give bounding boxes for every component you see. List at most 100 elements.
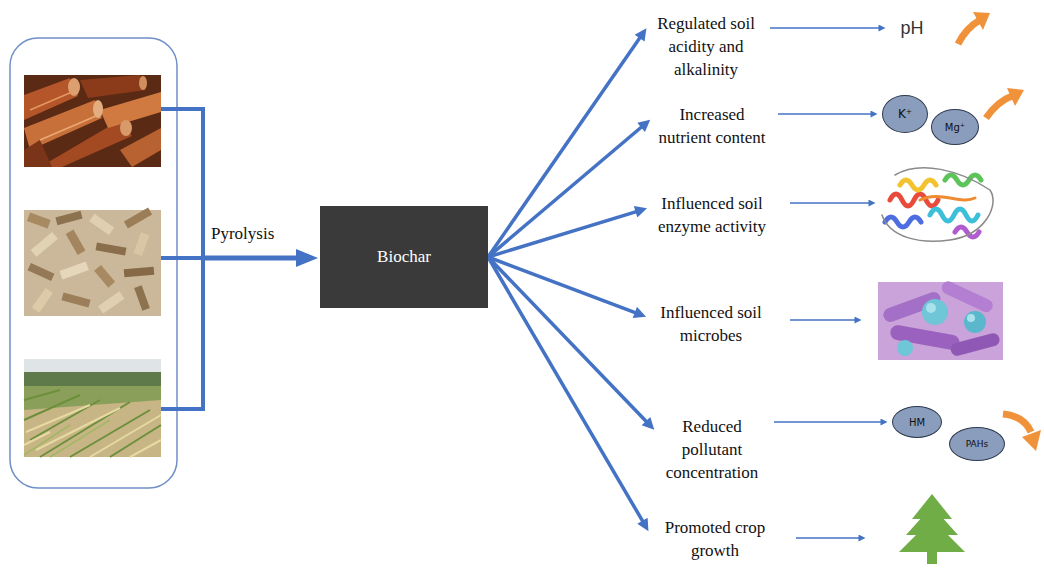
wood-chips-photo: [61, 293, 90, 308]
node-text: Influenced soil microbes: [650, 301, 772, 347]
wood-chips-photo: [24, 210, 161, 316]
corn-stalk-photo: [24, 359, 161, 457]
wood-chips-photo: [24, 208, 161, 316]
wood-chips-photo: [124, 208, 152, 229]
effect-text: Promoted crop growth: [652, 516, 778, 562]
feedstock-panel: [10, 38, 177, 488]
crop-tree: [899, 519, 965, 552]
process-label: Pyrolysis: [211, 224, 274, 244]
corn-stalk-photo: [24, 372, 161, 386]
effect-text: Influenced soil microbes: [650, 301, 772, 347]
crop-tree: [927, 551, 937, 564]
leader-arrow: [790, 202, 872, 203]
effect-text: Reduced pollutant concentration: [658, 415, 766, 484]
wood-logs-photo: [30, 92, 72, 110]
wood-chips-photo: [133, 232, 149, 256]
node-text: Increased nutrient content: [654, 103, 770, 149]
enzyme-picture: [885, 217, 921, 227]
leader-arrow: [796, 537, 862, 538]
corn-stalk-photo: [24, 386, 161, 410]
wood-chips-photo: [28, 263, 55, 281]
increase-arrow: [986, 96, 1012, 118]
wood-logs-photo: [40, 120, 132, 167]
microbe-picture: [967, 314, 975, 322]
microbe-picture: [964, 311, 986, 333]
nutrient-circle: Mg⁺: [931, 109, 979, 145]
increase-arrow: [958, 20, 980, 44]
microbe-picture: [922, 299, 948, 325]
node-text: Reduced pollutant concentration: [658, 415, 766, 484]
microbe-picture: [878, 279, 1003, 360]
microbe-picture: [949, 332, 1001, 357]
node-text: pH: [890, 17, 934, 39]
enzyme-picture: [920, 196, 975, 200]
pyrolysis-arrow: [203, 249, 318, 267]
wood-chips-photo: [66, 230, 86, 255]
increase-arrow: [986, 88, 1024, 118]
wood-logs-photo: [139, 76, 147, 90]
increase-arrow: [973, 12, 990, 30]
wood-chips-photo: [94, 265, 115, 288]
effect-arrow: [488, 124, 646, 257]
ph-text: pH: [890, 17, 934, 39]
leader-arrow: [790, 203, 872, 538]
increase-arrow: [1007, 88, 1024, 106]
effect-text: Increased nutrient content: [654, 103, 770, 149]
pollutant-circle: HM: [892, 406, 942, 438]
wood-logs-photo: [80, 75, 146, 98]
nutrient-circle: K⁺: [882, 95, 928, 133]
enzyme-picture: [882, 168, 993, 241]
wood-logs-photo: [40, 116, 96, 140]
increase-arrow: [958, 12, 990, 44]
ion-label: PAHs: [966, 439, 988, 449]
wood-logs-photo: [100, 92, 161, 128]
ion-label: K⁺: [898, 107, 912, 121]
feedstock-bracket: [161, 109, 203, 409]
microbe-picture: [926, 303, 936, 313]
effect-arrow: [488, 257, 650, 425]
wood-chips-photo: [32, 288, 53, 313]
biochar-box: Biochar: [320, 206, 488, 308]
pyrolysis-arrow: [203, 256, 300, 261]
corn-stalk-photo: [24, 390, 161, 457]
wood-chips-photo: [55, 211, 82, 225]
decrease-arrow: [1003, 414, 1041, 451]
wood-chips-photo: [31, 232, 58, 257]
wood-chips-photo: [59, 261, 88, 279]
wood-logs-photo: [24, 75, 161, 167]
microbe-picture: [878, 282, 1003, 360]
effect-arrow: [488, 257, 645, 526]
decrease-arrow: [1022, 430, 1041, 451]
corn-stalk-photo: [24, 405, 161, 457]
microbe-picture: [940, 279, 995, 314]
effect-arrow: [488, 257, 640, 315]
wood-logs-photo: [24, 75, 161, 167]
wood-chips-photo: [134, 285, 150, 310]
corn-stalk-photo: [24, 420, 110, 457]
ion-label: HM: [909, 417, 925, 428]
effect-text: Influenced soil enzyme activity: [651, 192, 773, 238]
leader-arrow: [790, 319, 858, 320]
wood-chips-photo: [27, 212, 51, 228]
decrease-arrow: [1003, 414, 1031, 432]
wood-chips-photo: [98, 291, 124, 313]
effect-text: Regulated soil acidity and alkalinity: [650, 12, 762, 81]
node-text: Influenced soil enzyme activity: [651, 192, 773, 238]
pointer-arrow: [770, 27, 882, 28]
node-text: Regulated soil acidity and alkalinity: [650, 12, 762, 81]
wood-logs-photo: [120, 120, 132, 136]
feedstock-bracket: [161, 109, 203, 409]
microbe-picture: [897, 340, 913, 356]
wood-chips-photo: [96, 242, 127, 255]
pyrolysis-arrow: [296, 249, 318, 267]
enzyme-picture: [900, 180, 936, 190]
node-text: Promoted crop growth: [652, 516, 778, 562]
enzyme-picture: [882, 168, 993, 241]
pollutant-circle: PAHs: [949, 427, 1005, 461]
node-text: Biochar: [377, 247, 431, 267]
effect-arrow: [488, 210, 641, 257]
